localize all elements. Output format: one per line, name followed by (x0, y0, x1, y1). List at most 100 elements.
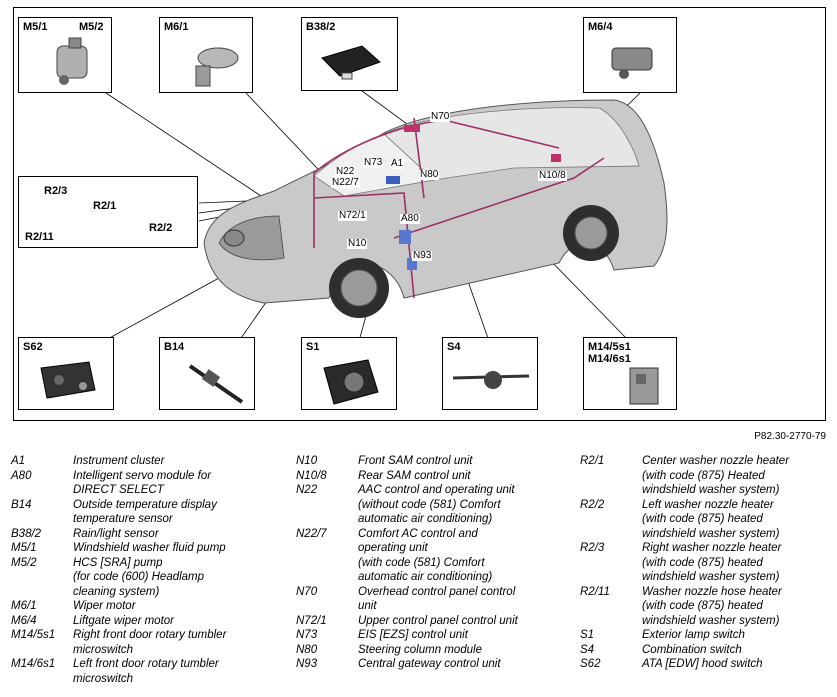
legend-description-line: Comfort AC control and (358, 527, 478, 540)
legend-description: Central gateway control unit (358, 657, 501, 672)
legend-description-line: Combination switch (642, 643, 742, 656)
r2-3-label: R2/3 (44, 185, 68, 197)
callout-label: S62 (23, 341, 43, 353)
legend-description-line: Liftgate wiper motor (73, 614, 174, 627)
legend-description-line: cleaning system) (73, 585, 160, 598)
legend-description-line: temperature sensor (73, 513, 173, 525)
legend-code: S4 (580, 643, 595, 656)
legend-entry: S62 ATA [EDW] hood switch (580, 657, 789, 672)
legend-code: M6/1 (11, 600, 37, 612)
legend-code: R2/1 (580, 455, 605, 467)
callout-m6-4: M6/4 (583, 17, 677, 93)
callout-label: M6/1 (164, 21, 189, 33)
legend-description: Instrument cluster (73, 454, 164, 469)
legend-column-3: R2/1 Center washer nozzle heater (with cod… (580, 454, 789, 672)
marker-n10: N10 (347, 238, 368, 249)
legend-description-line: EIS [EZS] control unit (358, 629, 468, 641)
legend-description-line: microswitch (73, 643, 134, 656)
legend-code: M6/4 (11, 614, 37, 627)
legend-code: N93 (296, 658, 318, 670)
legend-description-line: Instrument cluster (73, 455, 165, 467)
legend-description-line: Rear SAM control unit (358, 469, 471, 482)
marker-n73: N73 (363, 157, 384, 168)
callout-label: B14 (164, 341, 185, 353)
r2-1-label: R2/1 (93, 200, 117, 212)
legend-description: Left washer nozzle heater(with code (875… (642, 498, 779, 542)
legend-description: Upper control panel control unit (358, 614, 518, 629)
legend-description-line: unit (358, 600, 377, 612)
legend-code: N22 (296, 484, 318, 496)
legend-code: M5/2 (11, 556, 37, 569)
callout-label: M14/6s1 (588, 353, 631, 365)
legend-description-line: Steering column module (358, 643, 483, 656)
marker-n80: N80 (419, 169, 440, 180)
legend-description-line: windshield washer system) (642, 614, 780, 627)
legend-description-line: Right front door rotary tumbler (73, 629, 227, 641)
legend-entry: M6/4 Liftgate wiper motor (11, 614, 226, 629)
liftgate-wiper-motor-icon (611, 47, 653, 79)
legend-description-line: (for code (600) Headlamp (73, 571, 205, 583)
legend-description-line: Washer nozzle hose heater (642, 585, 782, 598)
callout-label: M5/2 (79, 21, 104, 33)
legend-code: R2/3 (580, 542, 605, 554)
legend-description-line: windshield washer system) (642, 527, 780, 540)
legend-code: B38/2 (11, 527, 42, 540)
callout-s1: S1 (301, 337, 397, 410)
callout-label: S1 (306, 341, 320, 353)
r2-11-label: R2/11 (25, 231, 54, 243)
legend-description-line: Outside temperature display (73, 498, 217, 511)
callout-b38-2: B38/2 (301, 17, 398, 91)
legend-description-line: (with code (875) heated (642, 513, 763, 525)
legend-description: EIS [EZS] control unit (358, 628, 468, 643)
legend-description: Exterior lamp switch (642, 628, 745, 643)
legend-description-line: automatic air conditioning) (358, 513, 493, 525)
legend-description-line: Wiper motor (73, 600, 136, 612)
legend-description-line: ATA [EDW] hood switch (642, 658, 763, 670)
legend-description-line: (without code (581) Comfort (358, 498, 501, 511)
legend-description: Liftgate wiper motor (73, 614, 174, 629)
legend-description-line: HCS [SRA] pump (73, 556, 163, 569)
legend-description-line: Upper control panel control unit (358, 614, 518, 627)
legend-description-line: (with code (875) heated (642, 600, 763, 612)
exterior-lamp-switch-icon (323, 359, 379, 405)
callout-b14: B14 (159, 337, 255, 410)
legend-description-line: Right washer nozzle heater (642, 542, 782, 554)
legend-code: S62 (580, 658, 601, 670)
legend-description: ATA [EDW] hood switch (642, 657, 763, 672)
component-locator-figure: M5/1 M5/2 M6/1 B38/2 M6/4 R2/3 R2/1 R2/2 (13, 7, 826, 421)
callout-label: M5/1 (23, 21, 48, 33)
callout-m6-1: M6/1 (159, 17, 253, 93)
hood-switch-icon (40, 361, 96, 399)
callout-label: M14/5s1 (588, 341, 631, 353)
marker-a1: A1 (390, 158, 405, 169)
legend-description-line: Center washer nozzle heater (642, 455, 790, 467)
pump-icon (56, 37, 88, 85)
temperature-sensor-icon (188, 364, 244, 404)
legend-description-line: Central gateway control unit (358, 658, 501, 670)
legend-entry: S4 Combination switch (580, 643, 789, 658)
legend-code: M14/6s1 (11, 658, 56, 670)
legend-description-line: windshield washer system) (642, 484, 780, 496)
legend-description: Steering column module (358, 643, 482, 658)
legend-description-line: Front SAM control unit (358, 455, 473, 467)
legend-code: A80 (11, 469, 32, 482)
legend-code: M14/5s1 (11, 629, 56, 641)
callout-s4: S4 (442, 337, 538, 410)
legend-description-line: (with code (875) heated (642, 556, 763, 569)
